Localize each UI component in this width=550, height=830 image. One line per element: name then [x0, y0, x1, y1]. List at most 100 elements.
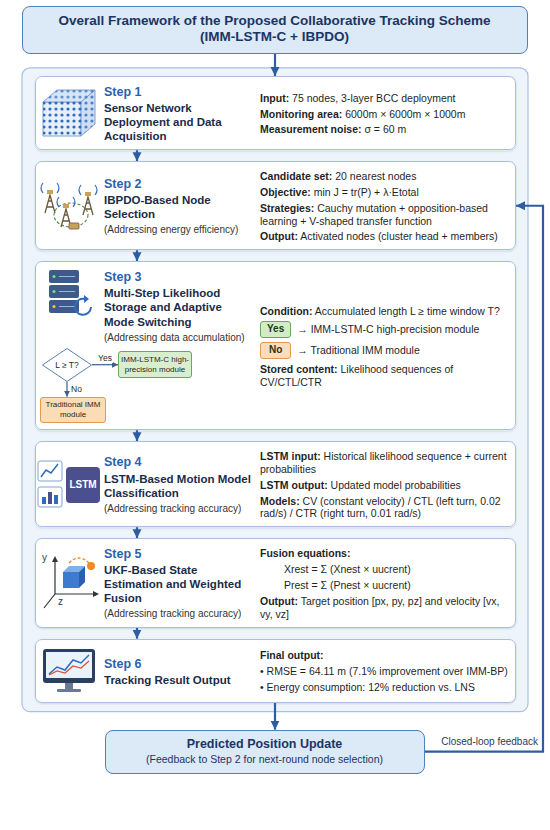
- detail-text: Stored content: Likelihood sequences of …: [260, 363, 510, 389]
- header-text: Overall Framework of the Proposed Collab…: [30, 13, 519, 29]
- output-title: Predicted Position Update: [115, 737, 414, 752]
- icon-part: [52, 275, 55, 278]
- text-run: 75 nodes, 3-layer BCC deployment: [289, 92, 455, 104]
- text-run: Stored content:: [260, 363, 338, 375]
- icon-part: [43, 649, 95, 683]
- step-subtitle: (Addressing tracking accuracy): [104, 608, 254, 620]
- icon-part: [52, 290, 55, 293]
- equation-text: Prest = Σ (Pnest × uucrent): [284, 579, 510, 592]
- text-run: Fusion equations:: [260, 547, 350, 559]
- step-subtitle: (Addressing tracking accuracy): [104, 503, 254, 515]
- output-subtitle: (Feedback to Step 2 for next-round node …: [115, 753, 414, 766]
- decision-diamond: L ≥ T?: [42, 348, 92, 382]
- module-label: Traditional IMM module: [43, 400, 103, 420]
- step-background: [35, 76, 516, 150]
- detail-text: Strategies: Cauchy mutation + opposition…: [260, 202, 510, 228]
- icon-part: [57, 689, 81, 692]
- text-run: σ = 60 m: [362, 123, 407, 135]
- detail-text: Input: 75 nodes, 3-layer BCC deployment: [260, 92, 510, 105]
- icon-part: [59, 277, 75, 307]
- detail-text: → Traditional IMM module: [297, 344, 510, 357]
- step-background: [35, 538, 516, 627]
- flow-arrow: [136, 628, 138, 639]
- step-number: Step 4: [104, 455, 254, 470]
- text-run: 6000m × 6000m × 1000m: [342, 108, 465, 120]
- step-background: [35, 161, 516, 250]
- icon-part: [57, 197, 75, 227]
- result-text: • RMSE = 64.11 m (7.1% improvement over …: [260, 665, 510, 678]
- output-box: Predicted Position Update(Feedback to St…: [105, 730, 425, 774]
- text-run: Accumulated length L ≥ time window T?: [312, 305, 499, 317]
- text-run: Activated nodes (cluster head + members): [298, 230, 498, 242]
- icon-part: [79, 185, 97, 215]
- flow-arrow: [136, 430, 138, 441]
- node-tower-icon: [39, 179, 99, 233]
- detail-text: Output: Activated nodes (cluster head + …: [260, 230, 510, 243]
- step-title: LSTM-Based Motion Model Classification: [104, 472, 254, 500]
- header-box: Overall Framework of the Proposed Collab…: [22, 6, 528, 54]
- icon-part: [84, 295, 89, 303]
- icon-part: [44, 560, 95, 608]
- detail-text: Monitoring area: 6000m × 6000m × 1000m: [260, 108, 510, 121]
- detail-text: Condition: Accumulated length L ≥ time w…: [260, 305, 510, 318]
- step-title: UKF-Based State Estimation and Weighted …: [104, 563, 254, 605]
- module-label: IMM-LSTM-C high-precision module: [121, 355, 189, 375]
- detail-text: Measurement noise: σ = 60 m: [260, 123, 510, 136]
- text-run: Final output:: [260, 649, 324, 661]
- icon-part: [87, 562, 95, 570]
- text-run: LSTM input:: [260, 450, 321, 462]
- text-run: Objective:: [260, 186, 311, 198]
- step-number: Step 3: [104, 270, 254, 285]
- detail-text: → IMM-LSTM-C high-precision module: [297, 323, 510, 336]
- icon-part: [69, 223, 79, 229]
- icon-part: [43, 102, 81, 136]
- feedback-label: Closed-loop feedback: [441, 736, 538, 748]
- step-number: Step 2: [104, 177, 254, 192]
- step-title: Sensor Network Deployment and Data Acqui…: [104, 101, 254, 143]
- text-run: Models:: [260, 495, 300, 507]
- step-title: Multi-Step Likelihood Storage and Adapti…: [104, 286, 254, 328]
- icon-part: [81, 90, 95, 136]
- icon-part: [93, 591, 99, 597]
- text-run: min J = tr(P) + λ·Etotal: [311, 186, 419, 198]
- flow-arrow: [136, 250, 138, 261]
- chart-icon: [37, 459, 63, 509]
- result-text: • Energy consumption: 12% reduction vs. …: [260, 681, 510, 694]
- step-backgrounds: [35, 76, 516, 703]
- icon-part: [49, 661, 89, 675]
- detail-text: Models: CV (constant velocity) / CTL (le…: [260, 495, 510, 521]
- edge-label: Yes: [97, 353, 113, 363]
- edge-label: No: [70, 384, 83, 394]
- condition-tag: Yes: [260, 321, 291, 338]
- text-run: Output:: [260, 595, 298, 607]
- icon-part: [52, 305, 55, 308]
- text-run: Monitoring area:: [260, 108, 342, 120]
- step-title: Tracking Result Output: [104, 673, 254, 687]
- detail-text: Output: Target position [px, py, pz] and…: [260, 595, 510, 621]
- block-label: LSTM: [66, 479, 100, 491]
- icon-part: [63, 572, 79, 588]
- text-run: Input:: [260, 92, 289, 104]
- module-box: Traditional IMM module: [40, 397, 106, 424]
- monitor-icon: [41, 647, 97, 695]
- icon-part: [75, 299, 91, 315]
- step-background: [35, 261, 516, 430]
- condition-tag: No: [260, 342, 291, 359]
- flow-arrow: [66, 382, 67, 397]
- axis-label: y: [42, 552, 47, 564]
- condition-label: Yes: [261, 323, 290, 335]
- detail-text: LSTM input: Historical likelihood sequen…: [260, 450, 510, 476]
- icon-part: [52, 556, 58, 562]
- text-run: 20 nearest nodes: [332, 170, 416, 182]
- axis-label: z: [58, 596, 63, 608]
- step-number: Step 1: [104, 85, 254, 100]
- sensor-grid-icon: [41, 88, 99, 138]
- module-box: IMM-LSTM-C high-precision module: [118, 351, 192, 378]
- diamond-shape: [43, 348, 92, 381]
- detail-text: LSTM output: Updated model probabilities: [260, 479, 510, 492]
- step-box: Step 5UKF-Based State Estimation and Wei…: [35, 538, 516, 627]
- flow-arrow: [136, 527, 138, 538]
- icon-part: [48, 492, 52, 504]
- flow-arrow: [136, 150, 138, 161]
